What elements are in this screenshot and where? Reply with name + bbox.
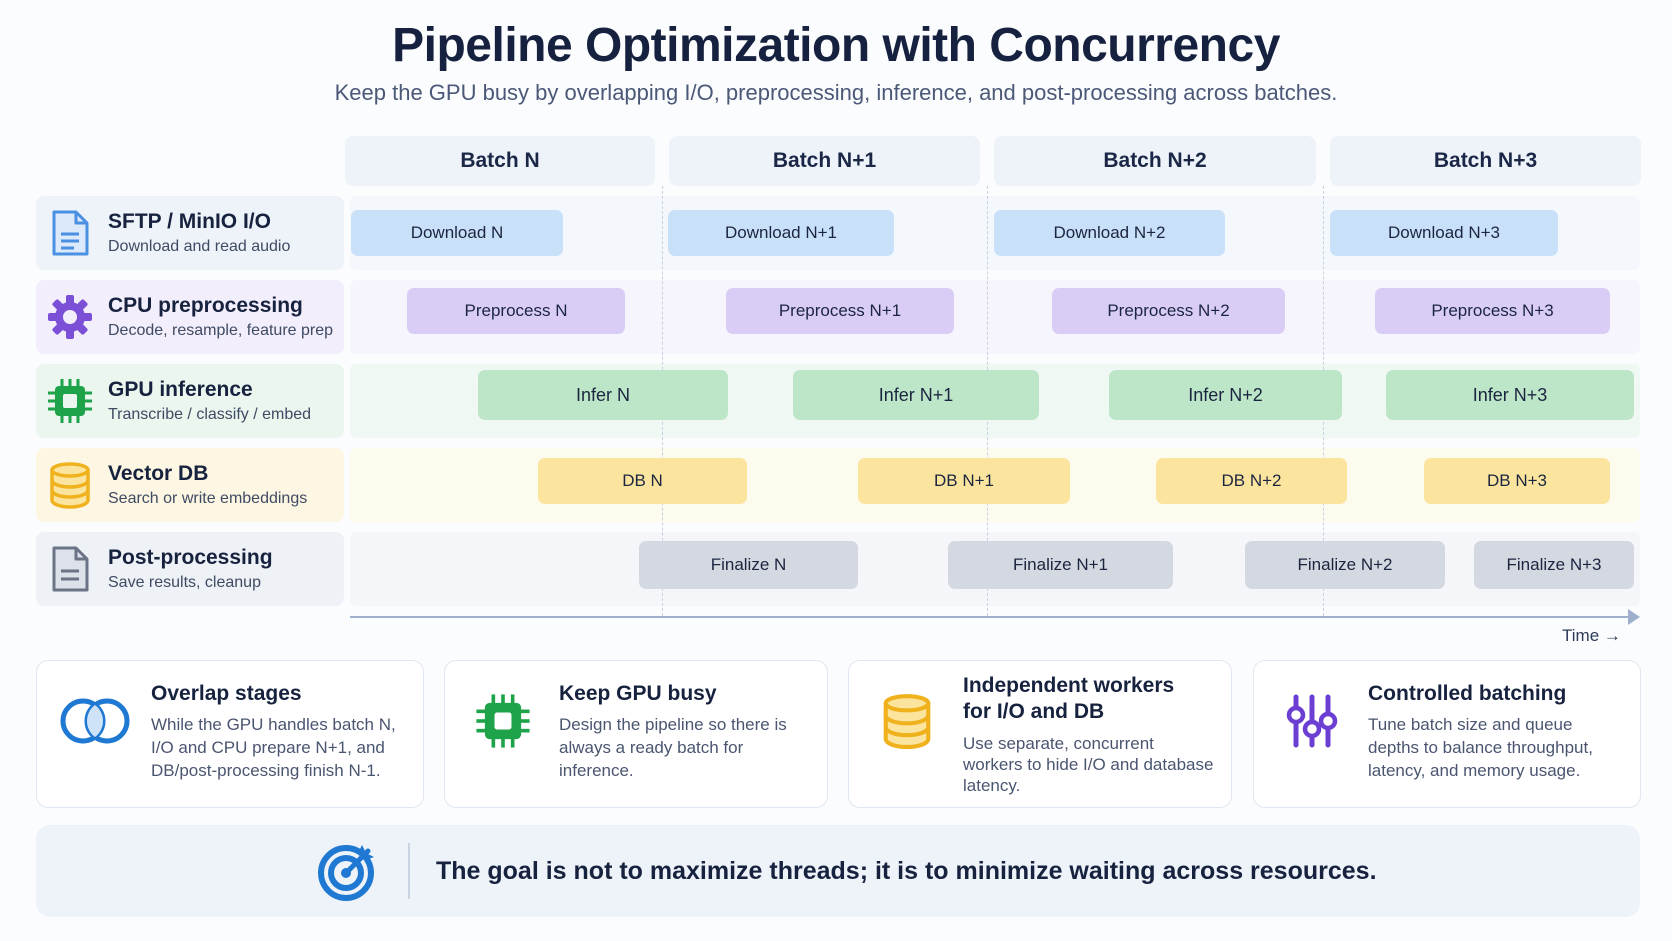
card-title: Overlap stages [151,682,302,705]
card-body: Use separate, concurrent workers to hide… [963,734,1214,795]
card-body: Design the pipeline so there is always a… [559,715,787,780]
task-finalize: Finalize N+3 [1474,541,1634,589]
stage-name: GPU inference [108,378,253,401]
task-preprocess: Preprocess N+2 [1052,288,1285,334]
card-independent-workers: Independent workers for I/O and DB Use s… [848,660,1232,808]
stage-name: CPU preprocessing [108,294,303,317]
batch-header-n: Batch N [345,136,655,186]
card-title: Keep GPU busy [559,682,717,705]
task-download: Download N+1 [668,210,894,256]
task-db: DB N+1 [858,458,1070,504]
task-download: Download N+2 [994,210,1225,256]
stage-name: Vector DB [108,462,209,485]
page-title: Pipeline Optimization with Concurrency [392,19,1280,72]
database-icon [871,689,943,753]
time-axis [350,616,1630,618]
overlap-circles-icon [59,689,131,753]
batch-header-n3: Batch N+3 [1330,136,1641,186]
stage-desc: Search or write embeddings [108,490,308,507]
stage-desc: Transcribe / classify / embed [108,406,312,423]
task-preprocess: Preprocess N [407,288,625,334]
goal-banner: The goal is not to maximize threads; it … [36,825,1640,917]
stage-desc: Download and read audio [108,238,291,255]
task-finalize: Finalize N+1 [948,541,1173,589]
stage-label-gpu: GPU inference Transcribe / classify / em… [36,364,344,438]
task-preprocess: Preprocess N+1 [726,288,954,334]
sliders-icon [1276,689,1348,753]
task-infer: Infer N+2 [1109,370,1342,420]
file-icon [46,545,94,593]
task-infer: Infer N [478,370,728,420]
batch-header-n2: Batch N+2 [994,136,1316,186]
stage-label-post: Post-processing Save results, cleanup [36,532,344,606]
stage-label-cpu: CPU preprocessing Decode, resample, feat… [36,280,344,354]
stage-label-io: SFTP / MinIO I/O Download and read audio [36,196,344,270]
time-axis-label: Time → [1562,626,1621,645]
stage-name: Post-processing [108,546,273,569]
task-db: DB N+3 [1424,458,1610,504]
goal-text: The goal is not to maximize threads; it … [436,857,1377,885]
target-icon [316,839,380,903]
card-title: Controlled batching [1368,682,1567,705]
gear-icon [46,293,94,341]
task-db: DB N+2 [1156,458,1347,504]
task-db: DB N [538,458,747,504]
chip-icon [46,377,94,425]
stage-desc: Decode, resample, feature prep [108,322,334,339]
stage-desc: Save results, cleanup [108,574,261,591]
time-axis-arrow [1628,609,1640,625]
card-body: Tune batch size and queue depths to bala… [1368,715,1593,780]
task-finalize: Finalize N+2 [1245,541,1445,589]
database-icon [46,461,94,509]
card-keep-gpu-busy: Keep GPU busy Design the pipeline so the… [444,660,828,808]
card-title: Independent workers for I/O and DB [963,674,1175,723]
task-download: Download N [351,210,563,256]
task-infer: Infer N+1 [793,370,1039,420]
document-icon [46,209,94,257]
chip-icon [467,689,539,753]
card-controlled-batching: Controlled batching Tune batch size and … [1253,660,1641,808]
card-body: While the GPU handles batch N, I/O and C… [151,715,396,780]
card-overlap-stages: Overlap stages While the GPU handles bat… [36,660,424,808]
stage-name: SFTP / MinIO I/O [108,210,271,233]
stage-label-db: Vector DB Search or write embeddings [36,448,344,522]
task-finalize: Finalize N [639,541,858,589]
task-infer: Infer N+3 [1386,370,1634,420]
task-download: Download N+3 [1330,210,1558,256]
goal-separator [408,843,410,899]
batch-header-n1: Batch N+1 [669,136,980,186]
task-preprocess: Preprocess N+3 [1375,288,1610,334]
page-subtitle: Keep the GPU busy by overlapping I/O, pr… [334,80,1338,105]
